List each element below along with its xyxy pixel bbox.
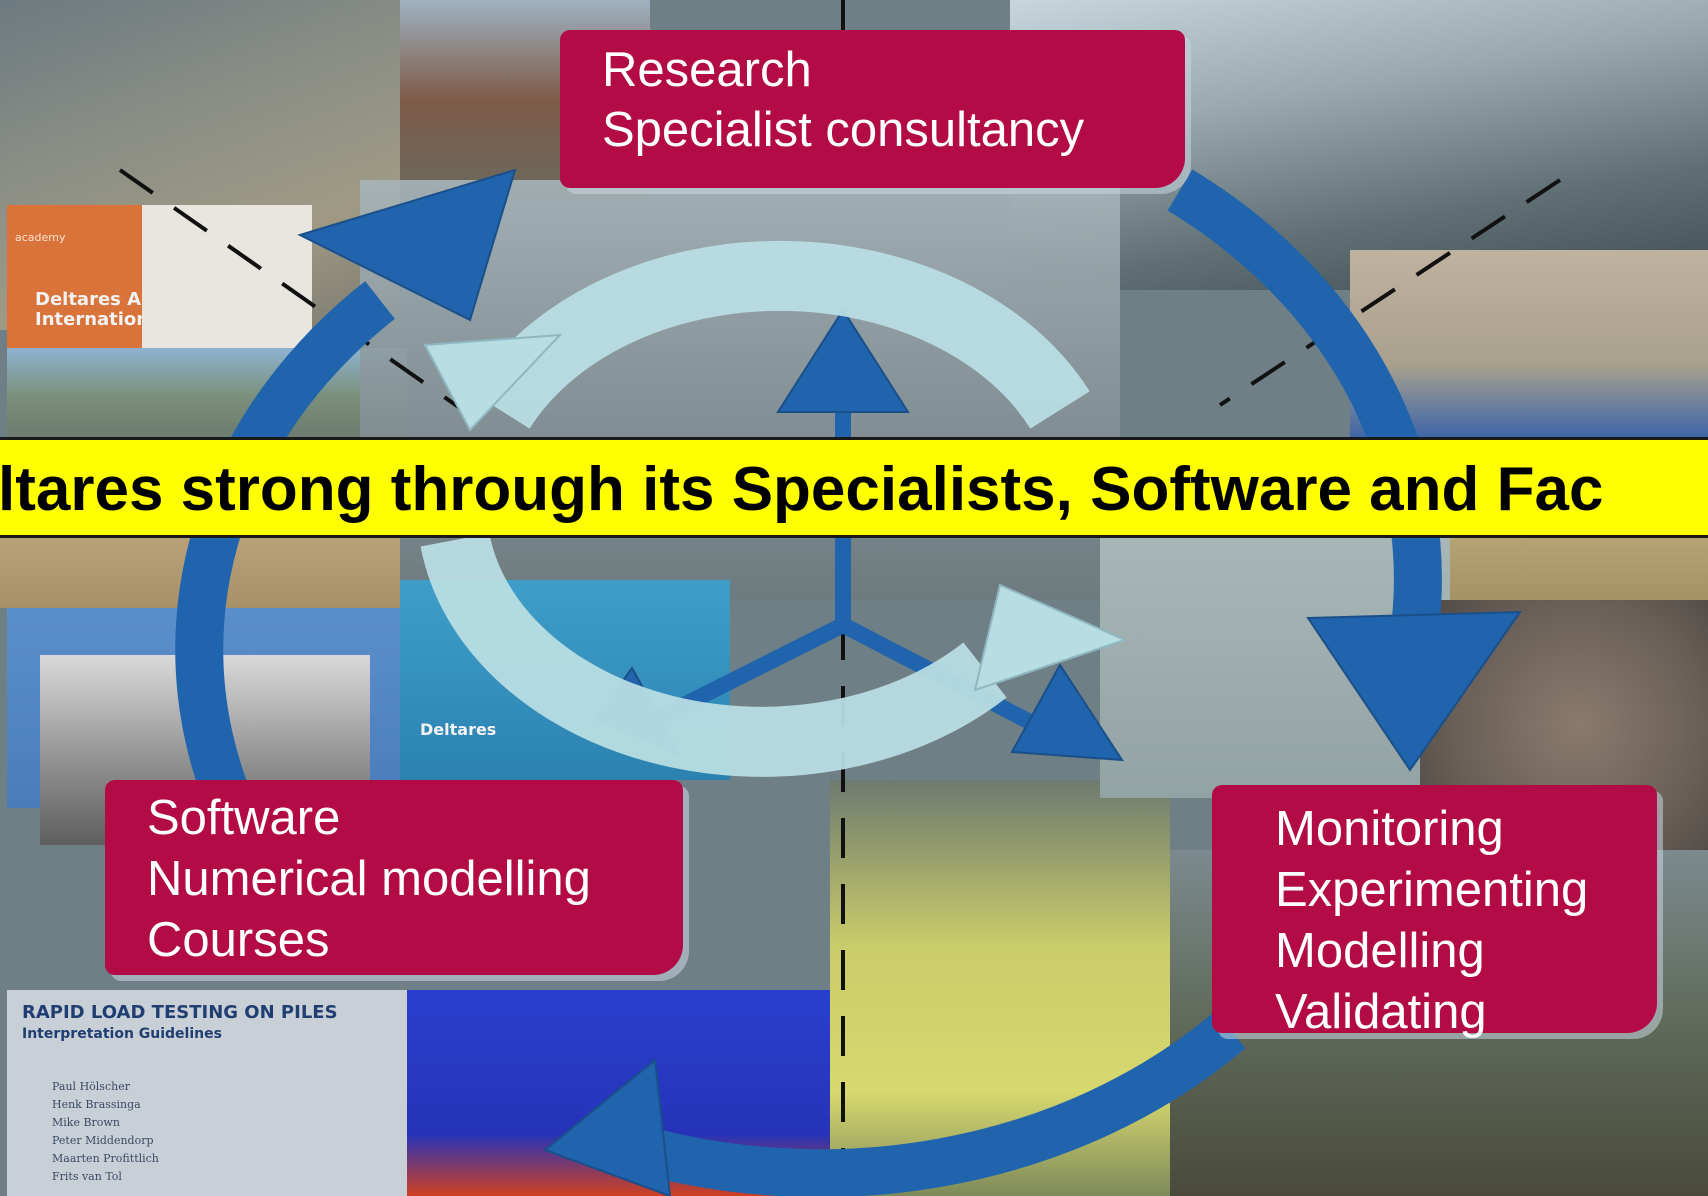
software-box-line: Numerical modelling bbox=[147, 852, 591, 906]
outer-arrowhead-right bbox=[1306, 610, 1522, 772]
book-title: RAPID LOAD TESTING ON PILES bbox=[22, 1002, 338, 1023]
center-arrowhead-right bbox=[1010, 663, 1124, 762]
academy-title-line-2: International Courses bbox=[35, 309, 142, 330]
research-box-line: Specialist consultancy bbox=[602, 103, 1085, 157]
inner-arrowhead-right bbox=[973, 583, 1128, 692]
title-banner-text: ltares strong through its Specialists, S… bbox=[0, 455, 1604, 524]
outer-arrowhead-bottom bbox=[543, 1058, 672, 1196]
monitoring-box-line: Monitoring bbox=[1275, 802, 1504, 856]
book-author: Paul Hölscher bbox=[52, 1080, 130, 1093]
photo-academy-cover: academy Deltares Academy International C… bbox=[7, 205, 142, 348]
software-box: Software Numerical modelling Courses bbox=[105, 780, 683, 975]
photo-book-cover: RAPID LOAD TESTING ON PILES Interpretati… bbox=[7, 990, 407, 1196]
outer-arc-right bbox=[1167, 169, 1442, 686]
monitoring-box-line: Experimenting bbox=[1275, 863, 1589, 917]
book-author: Mike Brown bbox=[52, 1116, 120, 1129]
research-box: Research Specialist consultancy bbox=[560, 30, 1185, 188]
academy-title-line-1: Deltares Academy bbox=[35, 289, 142, 310]
book-author: Maarten Profittlich bbox=[52, 1152, 159, 1165]
monitoring-box: Monitoring Experimenting Modelling Valid… bbox=[1212, 785, 1657, 1039]
photo-sand-right bbox=[1450, 538, 1708, 608]
book-authors: Paul Hölscher Henk Brassinga Mike Brown … bbox=[52, 1078, 159, 1186]
divider-line-upper-left bbox=[118, 168, 472, 417]
inner-cycle-bottom bbox=[420, 532, 1007, 777]
divider-line-upper-right bbox=[1218, 178, 1562, 407]
book-author: Frits van Tol bbox=[52, 1170, 122, 1183]
research-box-line: Research bbox=[602, 43, 812, 97]
book-subtitle: Interpretation Guidelines bbox=[22, 1026, 222, 1042]
book-author: Peter Middendorp bbox=[52, 1134, 154, 1147]
monitoring-box-line: Validating bbox=[1275, 985, 1487, 1039]
software-box-line: Courses bbox=[147, 913, 330, 967]
inner-cycle-top bbox=[470, 240, 1090, 429]
outer-arrowhead-left bbox=[297, 168, 517, 322]
photo-academy-white bbox=[142, 205, 312, 348]
center-arrowhead-up bbox=[776, 308, 910, 413]
title-banner: ltares strong through its Specialists, S… bbox=[0, 437, 1708, 538]
book-author: Henk Brassinga bbox=[52, 1098, 141, 1111]
academy-small-label: academy bbox=[15, 231, 66, 244]
inner-arrowhead-left bbox=[423, 333, 563, 432]
monitoring-box-line: Modelling bbox=[1275, 924, 1485, 978]
software-box-line: Software bbox=[147, 791, 341, 845]
outer-arc-bottom bbox=[602, 1011, 1246, 1196]
photo-lab-machine bbox=[1350, 250, 1708, 440]
deltares-cover-label: Deltares bbox=[420, 720, 497, 739]
